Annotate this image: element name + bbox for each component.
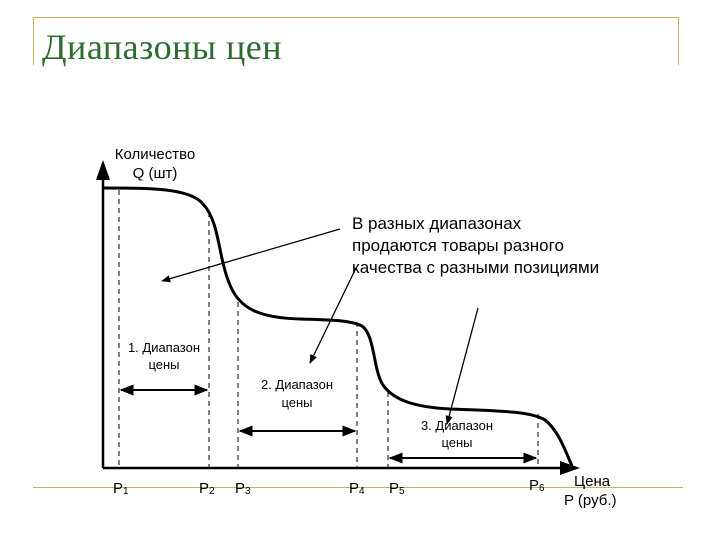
- slide-frame-left: [33, 17, 34, 65]
- y-axis-label-line2: Q (шт): [133, 165, 178, 182]
- price-point-label-p4: P4: [349, 480, 365, 497]
- callout-text: В разных диапазонах продаются товары раз…: [352, 213, 672, 279]
- range-1-label-line2: цены: [148, 357, 179, 372]
- demand-curve: [102, 186, 574, 467]
- callout-arrow-range-1: [161, 228, 341, 283]
- slide-title: Диапазоны цен: [42, 27, 283, 67]
- x-axis-label-line1: Цена: [574, 473, 611, 490]
- range-3-label-line1: 3. Диапазон: [421, 418, 493, 433]
- x-axis-arrowhead: [560, 461, 580, 475]
- price-point-labels: P1 P2 P3 P4 P5 P6: [113, 477, 545, 497]
- range-2-label-line1: 2. Диапазон: [261, 377, 333, 392]
- callout-line-1: В разных диапазонах: [352, 214, 522, 233]
- slide-frame-bottom: [33, 487, 683, 488]
- y-axis-arrowhead: [96, 160, 110, 180]
- price-point-label-p1: P1: [113, 480, 129, 497]
- x-axis-label-line2: P (руб.): [564, 492, 617, 509]
- price-point-label-p6: P6: [529, 477, 545, 494]
- callout-arrow-range-3: [445, 307, 479, 425]
- callout-line-2: продаются товары разного: [352, 236, 564, 255]
- price-point-label-p3: P3: [235, 480, 251, 497]
- price-guide-lines: [118, 190, 539, 468]
- slide-frame-top: [33, 17, 678, 18]
- range-3-label-line2: цены: [441, 435, 472, 450]
- slide-frame-right: [678, 17, 679, 65]
- callout-arrow-range-2: [309, 267, 357, 364]
- callout-line-3: качества с разными позициями: [352, 258, 600, 277]
- range-1-label-line1: 1. Диапазон: [128, 340, 200, 355]
- price-point-label-p2: P2: [199, 480, 215, 497]
- y-axis-label-line1: Количество: [115, 146, 196, 163]
- range-2-label-line2: цены: [281, 395, 312, 410]
- price-point-label-p5: P5: [389, 480, 405, 497]
